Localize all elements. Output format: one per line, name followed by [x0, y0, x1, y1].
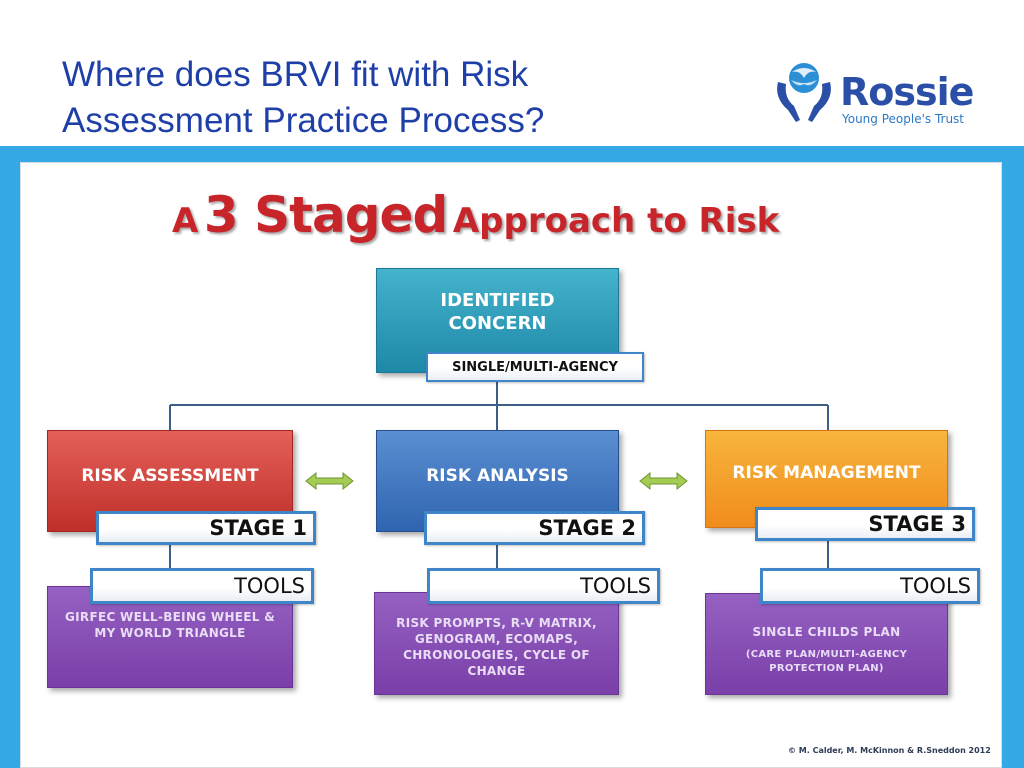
slide-title: Where does BRVI fit with Risk Assessment…: [62, 52, 702, 144]
hands-globe-icon: [777, 63, 831, 122]
stage-3-desc-line-2: (CARE PLAN/MULTI-AGENCY: [745, 649, 908, 660]
stage-1-label: STAGE 1: [96, 511, 316, 545]
stage-2-desc-line-1: RISK PROMPTS, R-V MATRIX,: [396, 616, 597, 630]
stage-3-desc-line-1: SINGLE CHILDS PLAN: [752, 625, 901, 639]
heading-article: A: [172, 201, 199, 241]
stage-1-desc-line-1: GIRFEC WELL-BEING WHEEL &: [65, 610, 275, 624]
logo-tagline: Young People's Trust: [842, 112, 965, 126]
stage-3-desc-line-3: PROTECTION PLAN): [769, 663, 884, 674]
stage-2-desc-line-4: CHANGE: [467, 664, 526, 678]
stage-3-desc-sub: (CARE PLAN/MULTI-AGENCY PROTECTION PLAN): [746, 648, 907, 676]
stage-3-label: STAGE 3: [755, 507, 975, 541]
logo-wordmark: Rossie: [840, 70, 974, 114]
heading-number: 3 Staged: [203, 186, 448, 244]
identified-line-2: CONCERN: [448, 312, 547, 334]
stage-2-desc-line-2: GENOGRAM, ECOMAPS,: [414, 632, 579, 646]
stage-1-desc-line-2: MY WORLD TRIANGLE: [94, 626, 246, 640]
stage-3-tools-label: TOOLS: [760, 568, 980, 604]
double-arrow-icon: [305, 471, 688, 491]
rossie-logo: Rossie Young People's Trust: [770, 58, 980, 130]
stage-2-tools-label: TOOLS: [427, 568, 660, 604]
copyright-credit: © M. Calder, M. McKinnon & R.Sneddon 201…: [788, 746, 991, 755]
stage-2-label: STAGE 2: [424, 511, 645, 545]
stage-2-desc-line-3: CHRONOLOGIES, CYCLE OF: [403, 648, 590, 662]
single-multi-agency-label: SINGLE/MULTI-AGENCY: [426, 352, 644, 382]
slide-title-line-1: Where does BRVI fit with Risk: [62, 55, 529, 94]
stage-3-tools-box: SINGLE CHILDS PLAN (CARE PLAN/MULTI-AGEN…: [705, 593, 948, 695]
stage-1-tools-label: TOOLS: [90, 568, 314, 604]
heading-rest: Approach to Risk: [452, 201, 780, 241]
identified-line-1: IDENTIFIED: [440, 289, 555, 311]
slide-title-line-2: Assessment Practice Process?: [62, 101, 545, 140]
stage-2-tools-box: RISK PROMPTS, R-V MATRIX, GENOGRAM, ECOM…: [374, 592, 619, 695]
diagram-heading: A 3 Staged Approach to Risk: [172, 186, 982, 246]
